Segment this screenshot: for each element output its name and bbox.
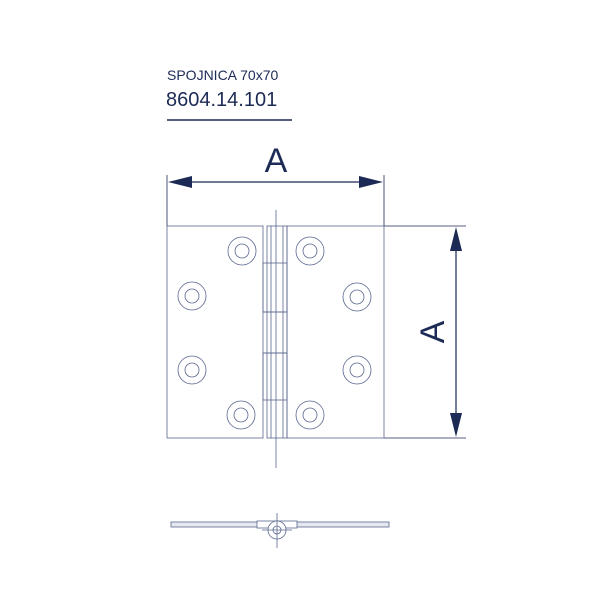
arrow-left-icon <box>168 176 192 188</box>
right-leaf <box>286 225 385 439</box>
height-dimension <box>384 225 466 439</box>
left-leaf <box>166 225 264 439</box>
product-name: SPOJNICA 70x70 <box>167 67 278 83</box>
width-label: A <box>265 142 288 180</box>
hinge-side-view <box>170 513 390 548</box>
arrow-up-icon <box>450 227 462 251</box>
hinge-front-view <box>166 210 385 468</box>
arrow-right-icon <box>359 176 383 188</box>
height-label: A <box>414 320 452 343</box>
product-code: 8604.14.101 <box>166 89 277 111</box>
width-dimension <box>166 175 385 226</box>
screw-holes <box>177 236 372 430</box>
arrow-down-icon <box>450 413 462 437</box>
knuckle <box>266 225 288 439</box>
